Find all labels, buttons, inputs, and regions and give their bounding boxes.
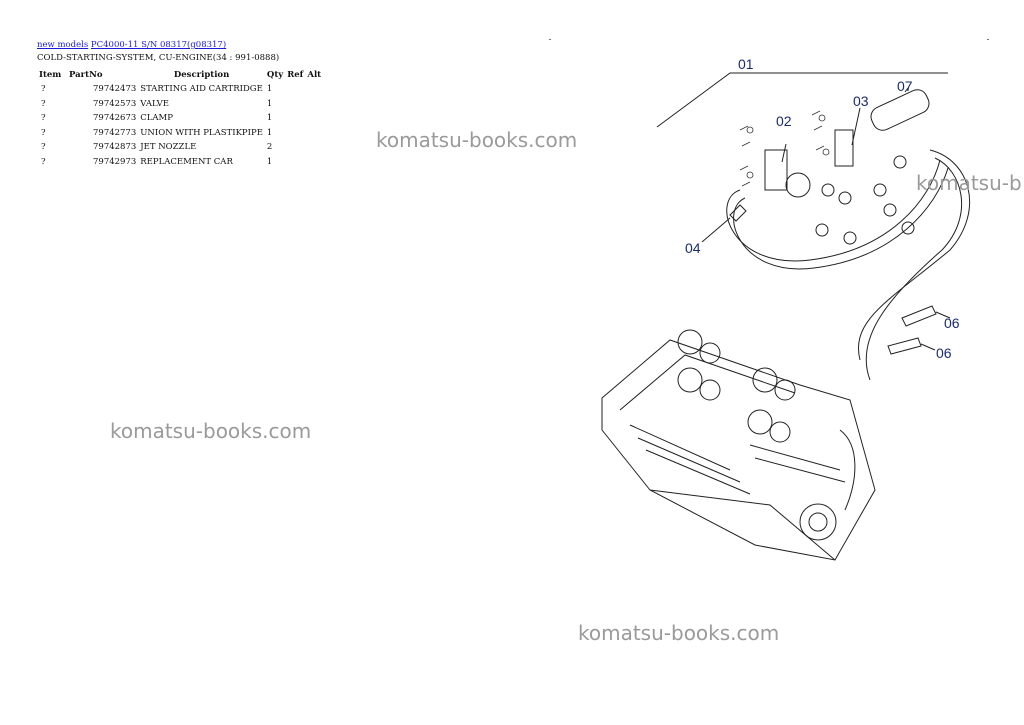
callout-01: 01 [738,56,754,72]
cell-description: VALVE [140,98,169,109]
tick-mark [549,39,551,40]
header-ref: Ref [287,69,304,80]
cell-description: UNION WITH PLASTIKPIPE [140,127,263,138]
cell-description: JET NOZZLE [140,142,197,153]
watermark: komatsu-b [916,171,1022,195]
new-models-link[interactable]: new models [37,40,89,50]
callout-06-upper: 06 [944,315,960,331]
parts-table: Item PartNo Description Qty Ref Alt ? 79… [37,67,323,169]
cell-item: ? [41,142,46,153]
cell-item: ? [41,156,46,167]
cell-item: ? [41,127,46,138]
cell-qty: 1 [266,156,273,167]
table-row: ? 79742473 STARTING AID CARTRIDGE 1 [37,82,323,97]
callout-04: 04 [685,240,701,256]
cell-qty: 1 [266,127,273,138]
cell-partno: 79742473 [93,84,137,95]
cell-item: ? [41,84,46,95]
cell-qty: 1 [266,113,273,124]
callout-02: 02 [776,113,792,129]
cell-partno: 79742973 [93,156,137,167]
breadcrumb: new models PC4000-11 S/N 08317(g08317) [37,40,226,50]
table-row: ? 79742973 REPLACEMENT CAR 1 [37,155,323,170]
table-row: ? 79742573 VALVE 1 [37,97,323,112]
cell-qty: 1 [266,98,273,109]
page-subtitle: COLD-STARTING-SYSTEM, CU-ENGINE(34 : 991… [37,53,280,63]
callout-06-lower: 06 [936,345,952,361]
watermark: komatsu-books.com [376,128,578,152]
header-description: Description [173,69,230,80]
parts-diagram: 01 02 03 07 04 06 06 [601,56,971,561]
header-alt: Alt [307,69,322,80]
header-partno: PartNo [69,69,103,80]
callout-03: 03 [853,93,869,109]
header-item: Item [39,69,62,80]
callout-07: 07 [897,78,913,94]
table-row: ? 79742673 CLAMP 1 [37,111,323,126]
cell-description: CLAMP [140,113,173,124]
tick-mark [987,39,989,40]
cell-partno: 79742673 [93,113,137,124]
watermark: komatsu-books.com [578,621,780,645]
table-header-row: Item PartNo Description Qty Ref Alt [37,67,323,82]
cell-item: ? [41,113,46,124]
cell-item: ? [41,98,46,109]
cell-partno: 79742873 [93,142,137,153]
header-qty: Qty [266,69,284,80]
table-row: ? 79742873 JET NOZZLE 2 [37,140,323,155]
cell-qty: 1 [266,84,273,95]
cell-partno: 79742573 [93,98,137,109]
cell-qty: 2 [266,142,273,153]
cell-partno: 79742773 [93,127,137,138]
model-link[interactable]: PC4000-11 S/N 08317(g08317) [90,40,227,50]
cell-description: STARTING AID CARTRIDGE [140,84,263,95]
watermark: komatsu-books.com [110,419,312,443]
table-row: ? 79742773 UNION WITH PLASTIKPIPE 1 [37,126,323,141]
cell-description: REPLACEMENT CAR [140,156,233,167]
